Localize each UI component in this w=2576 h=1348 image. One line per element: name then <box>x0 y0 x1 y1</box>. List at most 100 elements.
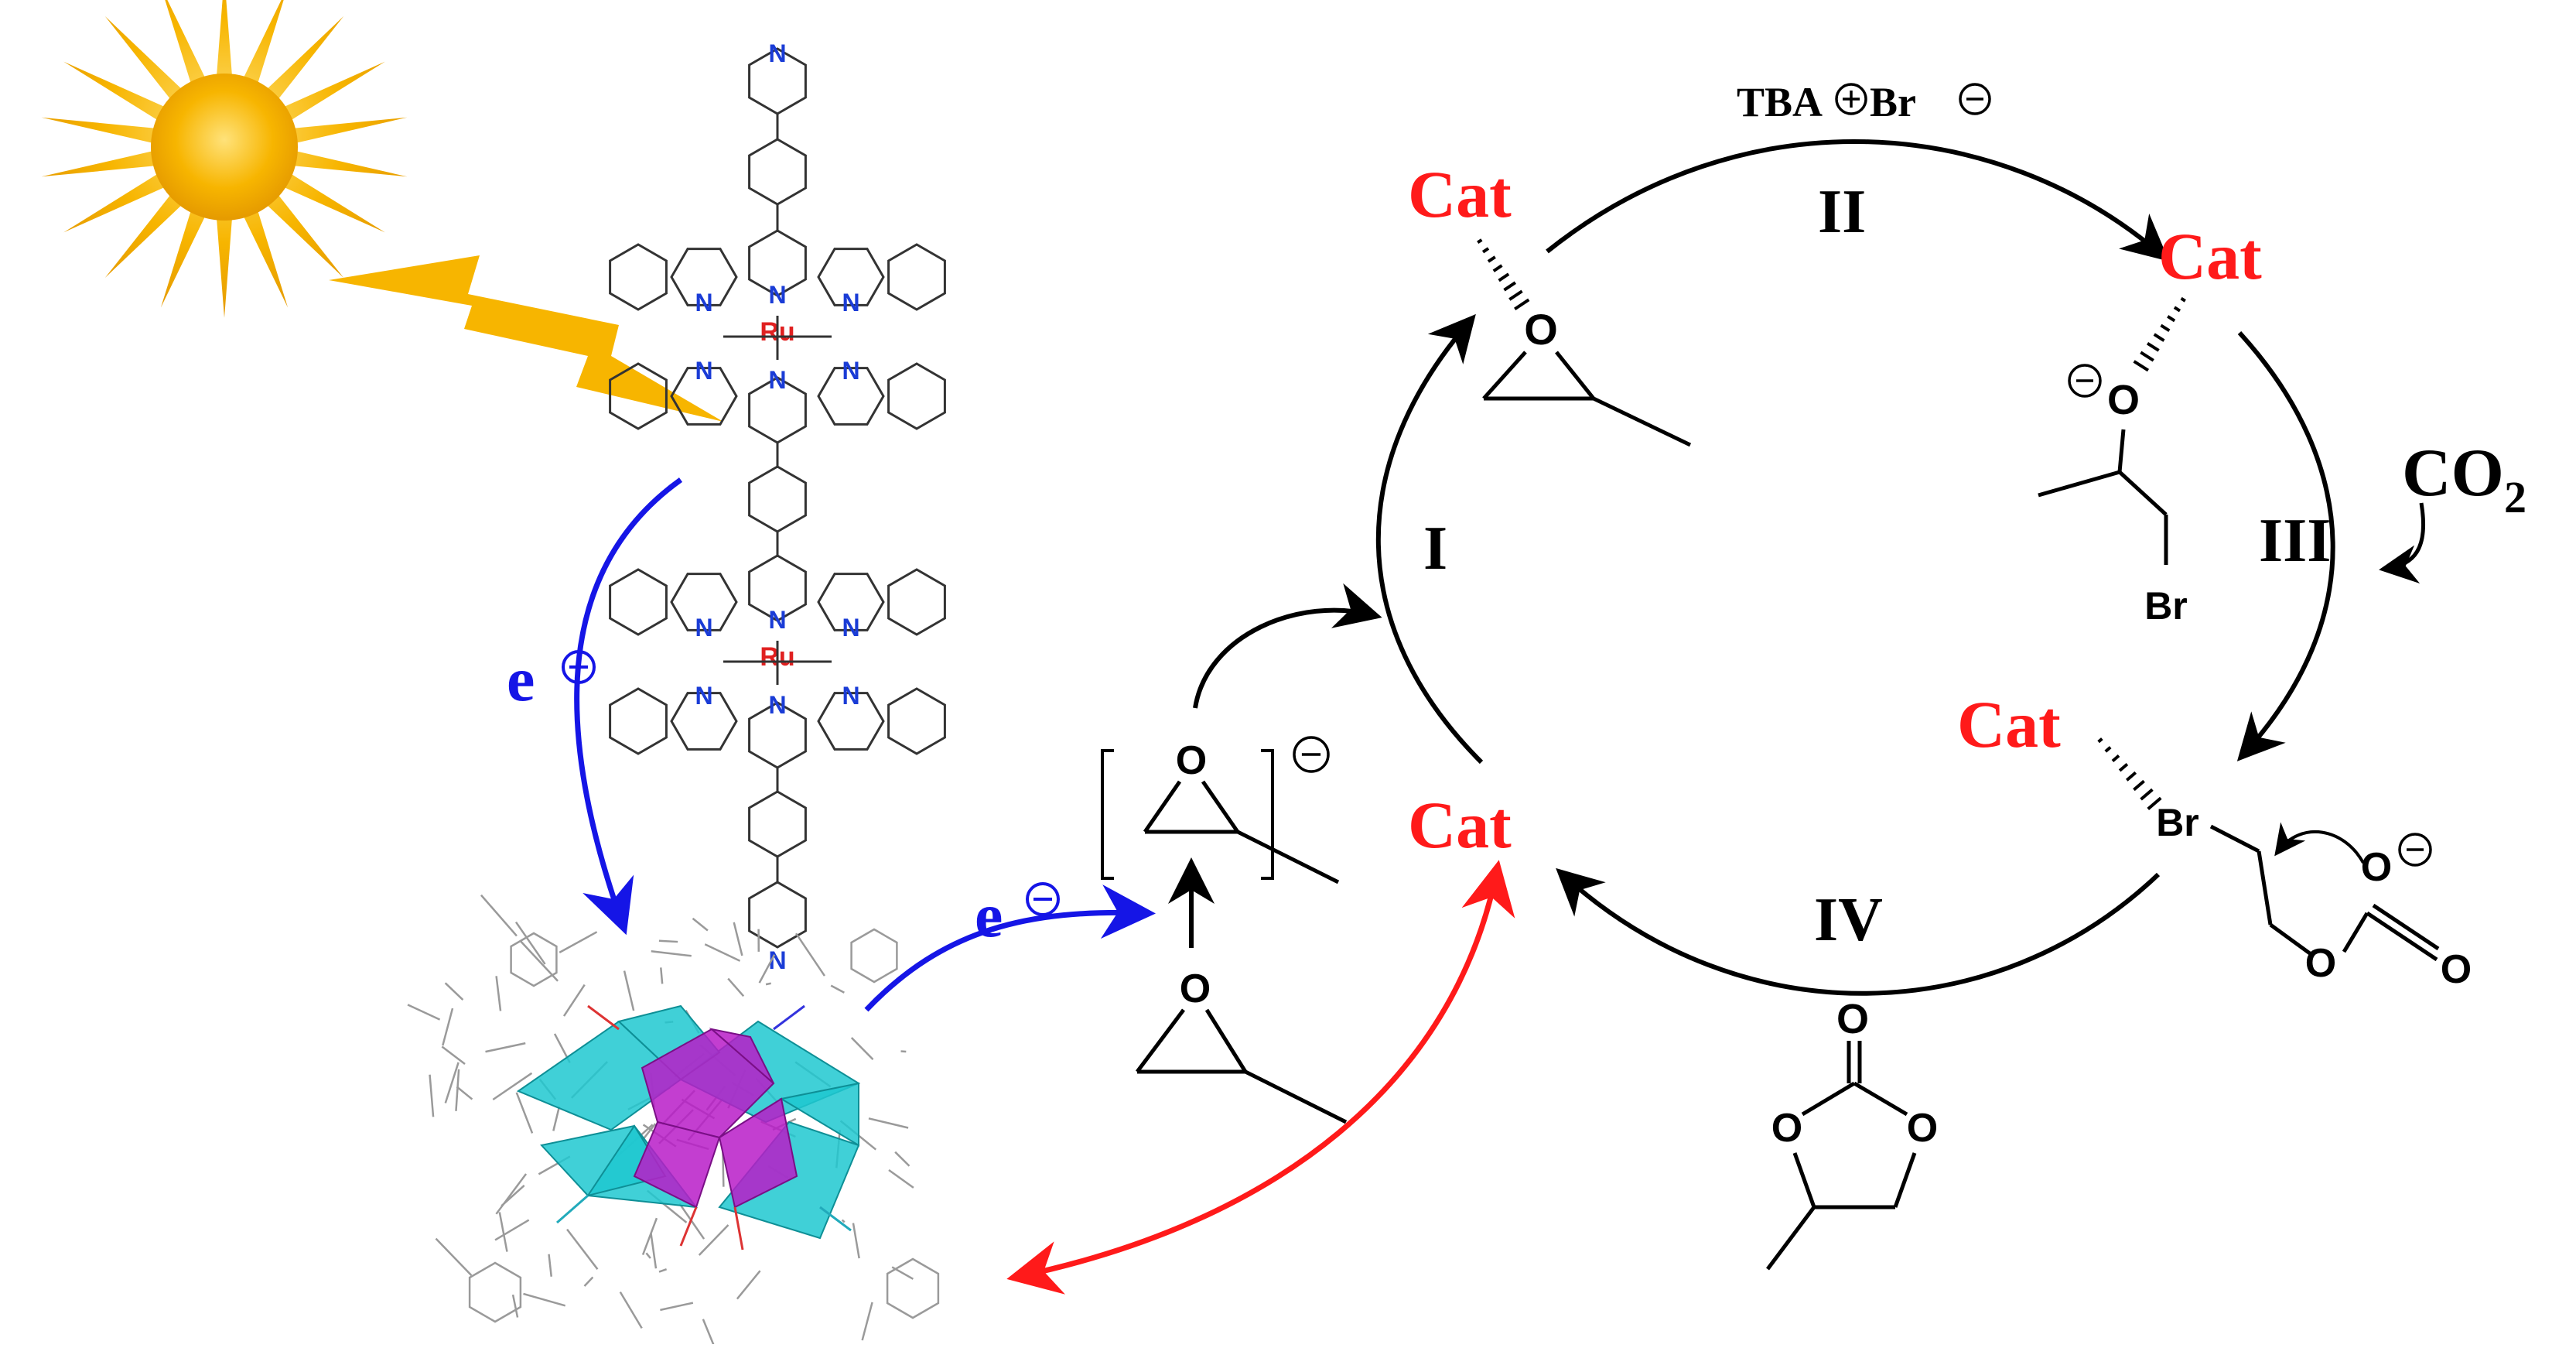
ligand-bond <box>734 922 743 956</box>
ligand-bond <box>456 1086 472 1099</box>
right-bracket <box>1261 751 1273 878</box>
epoxide-bond <box>1145 782 1180 832</box>
ligand-bond <box>624 971 634 1011</box>
ligand-bond <box>497 976 501 1011</box>
coordination-hash-bond <box>2134 781 2144 789</box>
methyl-bond <box>1594 399 1690 445</box>
ligand-bond <box>705 944 740 960</box>
n-atom: N <box>842 357 859 385</box>
co2-label: CO2 <box>2402 436 2526 522</box>
ligand-bond <box>643 1218 657 1254</box>
epoxide-bond <box>1203 782 1238 832</box>
ligand-bond <box>659 1269 667 1271</box>
coordination-hash-bond <box>2181 299 2185 301</box>
ligand-bond <box>852 1038 873 1059</box>
ring-oxygen: O <box>1907 1106 1938 1151</box>
ligand-bond <box>842 1220 845 1222</box>
ligand-bond <box>889 1170 914 1188</box>
ligand-bond <box>430 1075 434 1117</box>
coordination-hash-bond <box>1494 265 1502 271</box>
ligand-bond <box>895 1152 909 1166</box>
pyridyl-ring <box>889 364 945 429</box>
coordination-hash-bond <box>2106 748 2110 751</box>
coordination-hash-bond <box>1488 257 1495 262</box>
ligand-ring <box>511 933 557 986</box>
coordination-hash-bond <box>2134 361 2148 371</box>
coordination-hash-bond <box>2154 334 2164 340</box>
ligand-bond <box>442 1047 465 1064</box>
methyl-bond <box>1768 1207 1814 1269</box>
bond <box>2344 913 2367 952</box>
ligand-bond <box>559 932 596 953</box>
ligand-bond <box>523 1294 565 1305</box>
n-atom: N <box>842 682 859 710</box>
oxygen-atom: O <box>1524 305 1558 354</box>
bromine-atom: Br <box>2156 801 2199 844</box>
ligand-bond <box>481 895 517 936</box>
ligand-bond <box>699 1225 729 1255</box>
ligand-bond <box>517 1093 532 1134</box>
ligand-bond <box>651 951 692 956</box>
ligand-bond <box>659 941 678 942</box>
ligand-bond <box>863 1302 873 1340</box>
oxygen-atom: O <box>2305 941 2336 986</box>
ligand-bond <box>831 986 844 993</box>
ligand-bond <box>513 1295 518 1317</box>
n-atom: N <box>768 366 786 394</box>
bond <box>2038 472 2120 495</box>
coordination-hash-bond <box>2127 772 2135 780</box>
ligand-bond <box>442 1008 453 1045</box>
ligand-bond <box>693 919 708 931</box>
ring-oxygen: O <box>1771 1106 1802 1151</box>
electron-transfer-arrow-1 <box>577 480 681 925</box>
ligand-bond <box>646 1253 650 1258</box>
lightning-bolt-icon <box>329 255 723 422</box>
coordination-hash-bond <box>1499 274 1509 280</box>
ligand-ring <box>852 929 897 982</box>
minus-circle-icon <box>1027 884 1058 915</box>
epoxide-bond <box>1207 1010 1245 1072</box>
n-atom: N <box>695 682 712 710</box>
oxygen-atom: O <box>1180 967 1211 1011</box>
oxygen-atom: O <box>2441 947 2472 992</box>
ligand-bond <box>549 1254 552 1277</box>
phenyl-ring <box>750 792 806 857</box>
bond <box>1895 1153 1915 1207</box>
bond <box>2367 913 2437 960</box>
coordination-hash-bond <box>1504 282 1515 290</box>
ligand-bond <box>661 967 662 984</box>
bond <box>1795 1153 1814 1207</box>
epoxide-bond <box>1484 352 1525 399</box>
coordination-hash-bond <box>1478 240 1481 242</box>
bond <box>2120 429 2123 472</box>
ligand-bond <box>703 1319 715 1344</box>
coordination-hash-bond <box>2141 789 2153 799</box>
cat-label-left: Cat <box>1408 788 1512 862</box>
coordination-hash-bond <box>2099 739 2103 742</box>
electron-push-arrow <box>2278 832 2363 863</box>
coordination-hash-bond <box>2113 756 2119 761</box>
phenyl-ring <box>750 139 806 204</box>
phenyl-ring <box>750 467 806 532</box>
bond <box>1854 1083 1907 1114</box>
bond <box>1802 1083 1854 1114</box>
ligand-bond <box>869 1118 908 1127</box>
co2-addition-arrow <box>2386 503 2424 569</box>
ligand-bond <box>651 1233 655 1269</box>
coordination-hash-bond <box>2175 307 2180 311</box>
svg-text:TBA: TBA <box>1737 79 1823 125</box>
cat-label-top-right: Cat <box>2158 219 2262 293</box>
ligand-bond <box>516 922 545 964</box>
n-atom: N <box>842 614 859 641</box>
left-bracket <box>1102 751 1114 878</box>
ligand-bond <box>728 979 743 997</box>
coordination-hash-bond <box>2168 316 2175 321</box>
bond <box>2211 826 2259 851</box>
electron-label-2: e <box>975 880 1003 950</box>
oxygen-atom: O <box>2361 845 2392 890</box>
svg-text:Br: Br <box>1870 79 1916 125</box>
epoxide-bond <box>1137 1010 1184 1072</box>
coordination-hash-bond <box>2147 344 2159 351</box>
